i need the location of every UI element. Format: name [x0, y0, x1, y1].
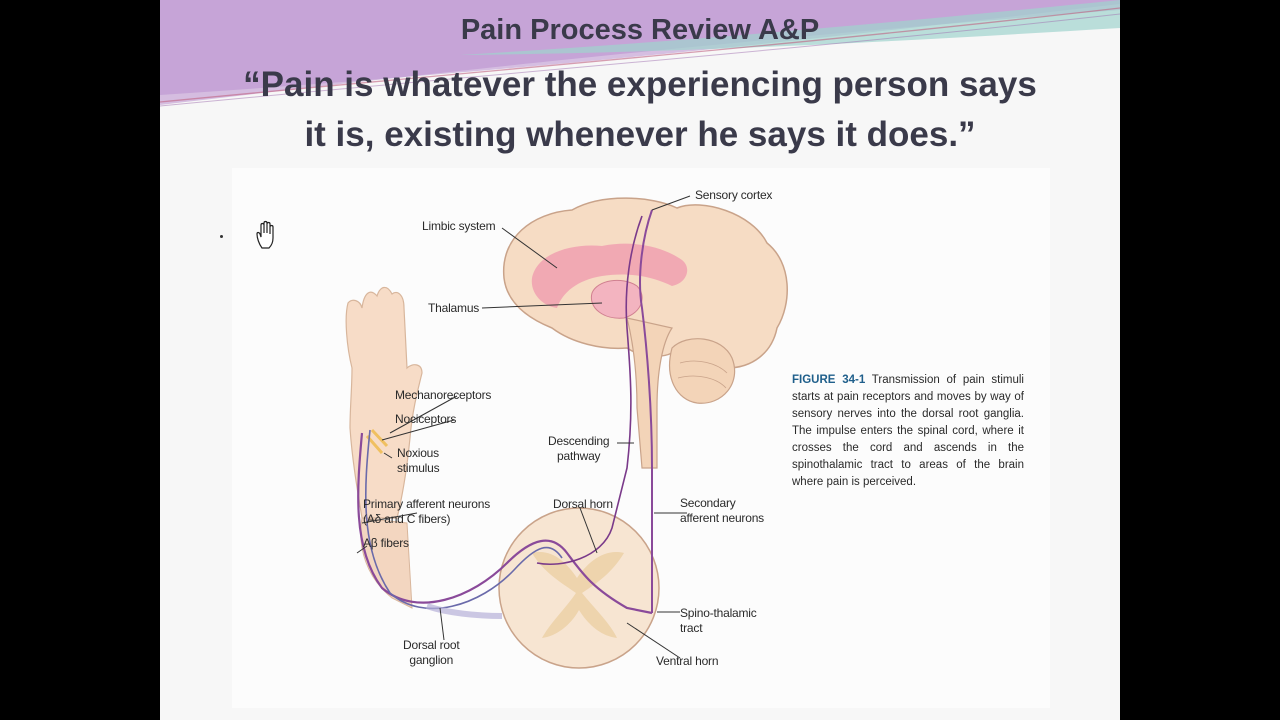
descending-path [536, 215, 643, 565]
brain-limbic-system [531, 243, 688, 308]
label-mechanoreceptors: Mechanoreceptors [395, 388, 492, 402]
brain-cerebellum [669, 338, 736, 404]
brain-cerebrum [503, 197, 788, 370]
label-secondary-afferent-neurons: Secondary afferent neurons [680, 496, 764, 525]
quote-line-2: it is, existing whenever he says it does… [304, 115, 976, 154]
label-limbic-system: Limbic system [422, 219, 496, 233]
label-noxious-stimulus: Noxious stimulus [397, 446, 440, 475]
label-ventral-horn: Ventral horn [656, 654, 719, 668]
label-dorsal-root-ganglion: Dorsal root ganglion [403, 638, 460, 667]
figure-number: FIGURE 34-1 [792, 374, 866, 386]
dorsal-root-ganglion [426, 603, 503, 619]
label-thalamus: Thalamus [428, 301, 480, 315]
figure-caption: FIGURE 34-1 Transmission of pain stimuli… [792, 372, 1024, 491]
slide-quote: “Pain is whatever the experiencing perso… [200, 60, 1080, 160]
label-sensory-cortex: Sensory cortex [695, 188, 773, 202]
slide: Pain Process Review A&P “Pain is whateve… [160, 0, 1120, 720]
slide-title: Pain Process Review A&P [460, 14, 820, 46]
secondary-afferent-path [639, 209, 653, 613]
label-primary-afferent-neurons: Primary afferent neurons (Aδ and C fiber… [363, 497, 491, 526]
label-nociceptors: Nociceptors [395, 412, 457, 426]
gray-matter [532, 552, 624, 638]
label-dorsal-horn: Dorsal horn [553, 497, 613, 511]
bullet-dot [220, 235, 223, 238]
pain-pathway-diagram [345, 195, 788, 669]
label-abeta-fibers: Aβ fibers [363, 536, 409, 550]
hand-cursor-icon [256, 220, 274, 249]
label-descending-pathway: Descending pathway [548, 434, 610, 463]
label-spinothalamic-tract: Spino-thalamic tract [680, 606, 757, 635]
caption-text: Transmission of pain stimuli starts at p… [792, 374, 1024, 488]
quote-line-1: “Pain is whatever the experiencing perso… [243, 65, 1037, 104]
header-swoosh-decoration [160, 0, 1120, 107]
primary-afferent-neuron-path [357, 432, 653, 615]
